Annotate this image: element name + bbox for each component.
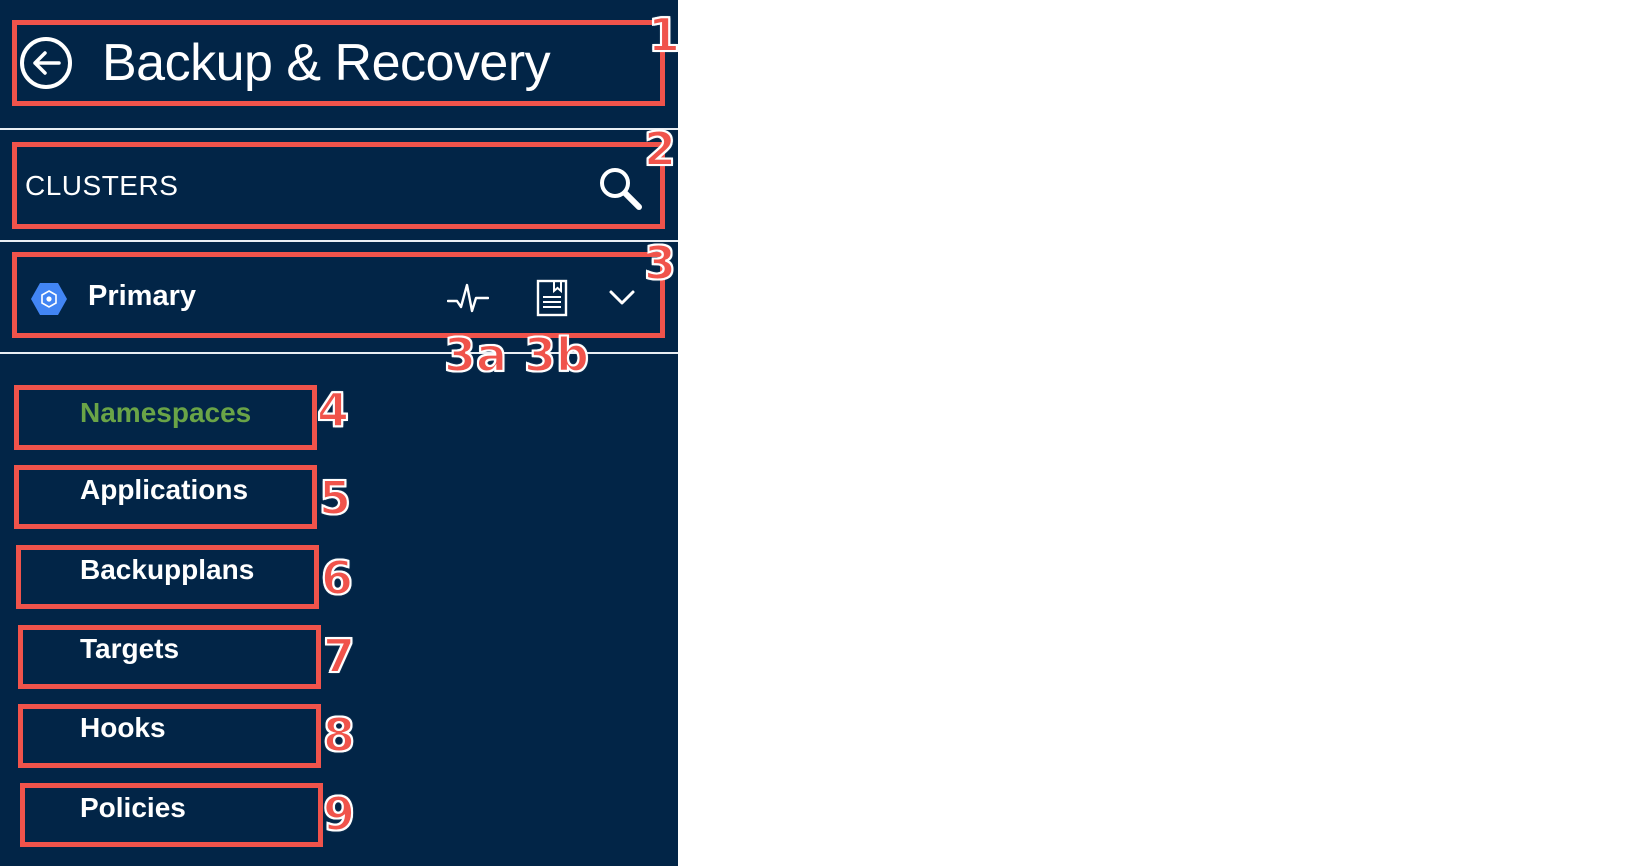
- annotation-label: 3b: [523, 328, 590, 382]
- divider: [0, 240, 678, 242]
- annotation-label: 6: [320, 551, 354, 605]
- activity-pulse-icon[interactable]: [446, 276, 490, 320]
- gke-cluster-icon: [30, 282, 68, 316]
- search-icon[interactable]: [596, 164, 644, 212]
- annotation-label: 7: [322, 629, 356, 683]
- annotation-label: 8: [322, 708, 356, 762]
- annotation-label: 4: [316, 383, 350, 437]
- sidebar-header: Backup & Recovery: [20, 28, 551, 98]
- back-arrow-circle-icon[interactable]: [20, 37, 72, 89]
- nav-item-namespaces[interactable]: Namespaces: [80, 397, 252, 428]
- nav-item-backupplans[interactable]: Backupplans: [80, 554, 255, 585]
- annotation-label: 5: [318, 471, 352, 525]
- annotation-label: 3: [643, 236, 677, 290]
- chevron-down-icon[interactable]: [600, 276, 644, 320]
- nav-item-targets[interactable]: Targets: [80, 633, 180, 664]
- nav-item-hooks[interactable]: Hooks: [80, 712, 166, 743]
- nav-item-policies[interactable]: Policies: [80, 792, 186, 823]
- clusters-heading: CLUSTERS: [25, 170, 179, 201]
- cluster-row-primary[interactable]: Primary: [0, 262, 678, 332]
- document-icon[interactable]: [530, 276, 574, 320]
- page-title: Backup & Recovery: [102, 34, 551, 92]
- annotation-label: 2: [643, 122, 677, 176]
- nav-item-applications[interactable]: Applications: [80, 474, 249, 505]
- annotation-label: 1: [647, 8, 681, 62]
- annotation-label: 3a: [443, 328, 508, 382]
- cluster-name: Primary: [88, 280, 197, 312]
- annotation-label: 9: [322, 787, 356, 841]
- divider: [0, 128, 678, 130]
- divider: [0, 352, 678, 354]
